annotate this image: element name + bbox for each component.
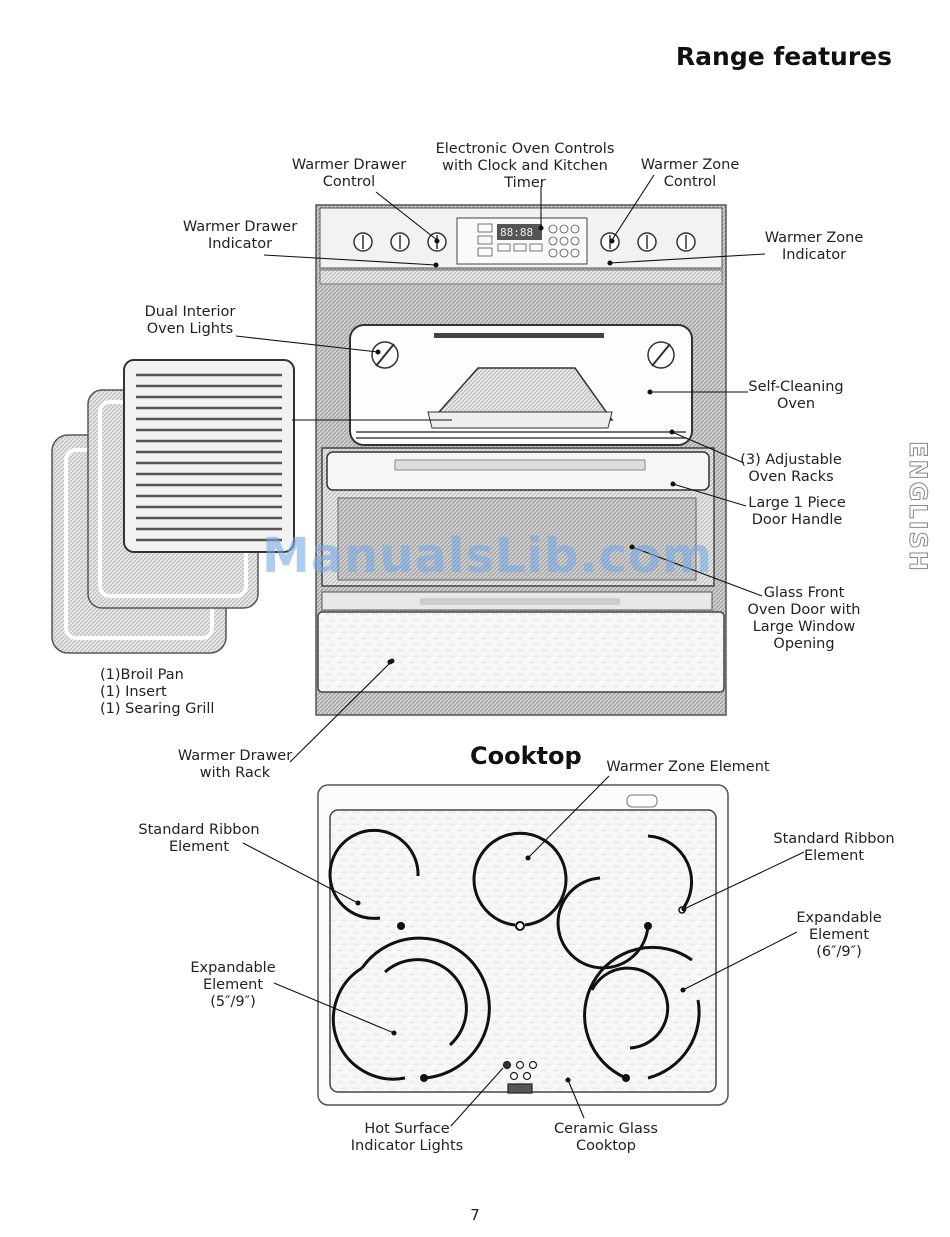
- label-expandable-left: Expandable Element (5″/9″): [190, 960, 276, 1010]
- label-warmer-zone-element: Warmer Zone Element: [606, 759, 770, 775]
- knobs-right[interactable]: [600, 232, 696, 252]
- page-title: Range features: [675, 42, 892, 71]
- leader-lines: [235, 174, 805, 1127]
- watermark: ManualsLib.com: [262, 528, 713, 584]
- knobs-left[interactable]: [353, 232, 447, 252]
- label-warmer-drawer-control: Warmer Drawer Control: [291, 157, 407, 190]
- language-tab: ENGLISH: [888, 441, 948, 574]
- hot-surface-indicator-lights: [502, 1060, 538, 1094]
- label-warmer-drawer-indicator: Warmer Drawer Indicator: [182, 219, 298, 252]
- broil-pan-set: [51, 359, 295, 654]
- label-warmer-zone-control: Warmer Zone Control: [640, 157, 740, 190]
- label-electronic-controls: Electronic Oven Controls with Clock and …: [435, 141, 615, 191]
- label-warmer-drawer: Warmer Drawer with Rack: [177, 748, 293, 781]
- label-hot-surface-lights: Hot Surface Indicator Lights: [350, 1121, 464, 1154]
- label-self-cleaning-oven: Self-Cleaning Oven: [748, 379, 844, 412]
- label-glass-front-door: Glass Front Oven Door with Large Window …: [747, 585, 861, 652]
- ceramic-glass-surface: [329, 809, 717, 1093]
- oven-light-right: [647, 341, 675, 369]
- page-number: 7: [470, 1206, 480, 1224]
- oven-rack: [356, 431, 686, 439]
- label-adjustable-racks: (3) Adjustable Oven Racks: [740, 452, 842, 485]
- label-dual-oven-lights: Dual Interior Oven Lights: [144, 304, 236, 337]
- warmer-zone-element: [472, 831, 568, 927]
- label-standard-ribbon-right: Standard Ribbon Element: [773, 831, 895, 864]
- searing-grill: [123, 359, 295, 553]
- clock-display: 88:88: [500, 226, 533, 239]
- expandable-element-front-left: [331, 936, 491, 1081]
- expandable-element-front-right: [583, 945, 701, 1080]
- oven-window: [337, 497, 697, 581]
- label-door-handle: Large 1 Piece Door Handle: [748, 495, 846, 528]
- ribbon-element-back-right: [556, 834, 693, 970]
- ribbon-element-back-left: [328, 828, 420, 920]
- cooktop: [317, 784, 729, 1106]
- label-expandable-right: Expandable Element (6″/9″): [796, 910, 882, 960]
- oven-light-left: [371, 341, 399, 369]
- label-broil-pan: (1)Broil Pan (1) Insert (1) Searing Gril…: [100, 667, 215, 717]
- cooktop-title: Cooktop: [470, 742, 582, 770]
- label-standard-ribbon-left: Standard Ribbon Element: [138, 822, 260, 855]
- label-warmer-zone-indicator: Warmer Zone Indicator: [764, 230, 864, 263]
- door-handle[interactable]: [326, 451, 710, 491]
- label-ceramic-glass: Ceramic Glass Cooktop: [554, 1121, 658, 1154]
- language-tab-label: ENGLISH: [904, 441, 933, 574]
- range-body: 88:88: [315, 204, 727, 716]
- warmer-drawer[interactable]: [317, 611, 725, 693]
